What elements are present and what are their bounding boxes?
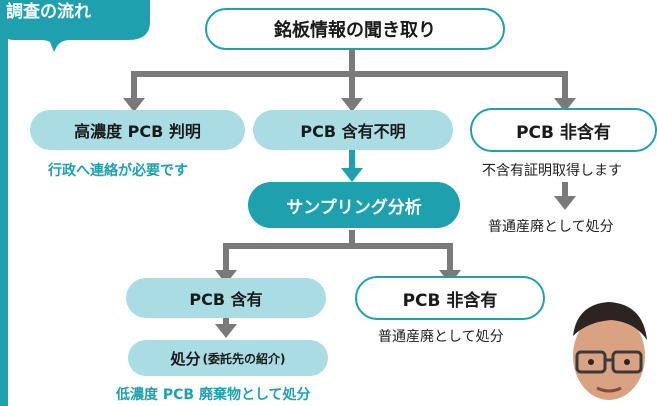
disposal-sublabel: (委託先の紹介) — [202, 351, 286, 366]
pcb-contained-label: PCB 含有 — [189, 290, 263, 309]
sampling-label: サンプリング分析 — [286, 197, 422, 218]
high-pcb-label: 高濃度 PCB 判明 — [74, 122, 201, 141]
pcb-contained-node: PCB 含有 — [126, 278, 326, 318]
person-photo — [557, 296, 657, 406]
nameplate-label: 銘板情報の聞き取り — [274, 20, 436, 41]
no-pcb-bottom-node: PCB 非含有 — [355, 276, 545, 320]
header-cloud-shape — [0, 0, 150, 52]
unknown-pcb-label: PCB 含有不明 — [300, 122, 406, 141]
sampling-node: サンプリング分析 — [248, 182, 460, 228]
header-label: 調査の流れ — [6, 2, 91, 22]
high-pcb-node: 高濃度 PCB 判明 — [30, 110, 245, 150]
no-pcb-top-label: PCB 非含有 — [516, 122, 611, 143]
disposal-label: 処分 — [170, 349, 201, 368]
no-certificate-note: 不含有証明取得します — [482, 163, 622, 179]
contact-government-note: 行政へ連絡が必要です — [48, 163, 188, 179]
left-accent-stripe — [0, 0, 8, 406]
nameplate-node: 銘板情報の聞き取り — [205, 8, 505, 50]
no-pcb-bottom-label: PCB 非含有 — [402, 290, 498, 311]
no-pcb-top-node: PCB 非含有 — [470, 108, 657, 152]
industrial-waste-bottom-note: 普通産廃として処分 — [378, 329, 504, 345]
industrial-waste-top-note: 普通産廃として処分 — [488, 219, 614, 235]
low-pcb-waste-note: 低濃度 PCB 廃棄物として処分 — [116, 387, 311, 403]
unknown-pcb-node: PCB 含有不明 — [253, 110, 453, 150]
disposal-node: 処分(委託先の紹介) — [128, 340, 328, 376]
